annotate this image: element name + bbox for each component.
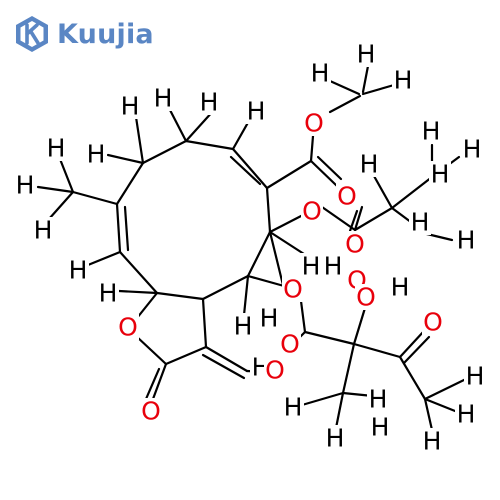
oxygen-atom-label: O [118,313,138,342]
oxygen-atom-label: O [356,283,376,312]
bond-lines [36,64,468,432]
atom-label-background [14,172,36,198]
atom-label-background [301,198,323,224]
atom-label-background [32,217,54,243]
atom-label-background [117,314,139,340]
atom-label-background [422,309,444,335]
oxygen-atom-label: O [265,356,285,385]
atom-label-background [336,183,358,209]
hydrogen-atom-label: H [284,393,303,422]
oxygen-atom-label: O [280,330,300,359]
atom-label-background [67,257,89,283]
atom-label-background [282,394,304,420]
atom-label-background [282,276,304,302]
hydrogen-atom-label: H [466,362,485,391]
atom-label-background [97,280,119,306]
hydrogen-atom-label: H [423,427,442,456]
hydrogen-atom-label: H [311,59,330,88]
hydrogen-atom-label: H [99,279,118,308]
hydrogen-atom-label: H [326,424,345,453]
atom-label-background [389,274,411,300]
hydrogen-atom-label: H [463,135,482,164]
hydrogen-atom-label: H [247,97,266,126]
hydrogen-atom-label: H [302,252,321,281]
atom-label-background [421,428,443,454]
kuujia-hexagon-icon [16,16,48,52]
atom-label-background [420,118,442,144]
atom-label-background [140,398,162,424]
hydrogen-atom-label: H [200,88,219,117]
atom-label-background [198,89,220,115]
atom-label-background [232,313,254,339]
oxygen-atom-label: O [304,109,324,138]
atom-label-background [367,386,389,412]
atom-label-background [258,305,280,331]
atom-label-background [392,67,414,93]
atom-label-background [279,331,301,357]
hydrogen-atom-label: H [47,134,66,163]
hydrogen-atom-label: H [360,150,379,179]
atom-label-background [322,253,344,279]
hydrogen-atom-label: H [87,140,106,169]
atom-label-background [300,253,322,279]
hydrogen-atom-label: H [16,171,35,200]
atom-label-background [358,151,380,177]
oxygen-atom-label: O [423,308,443,337]
brand-name: Kuujia [57,18,154,50]
hydrogen-atom-label: H [457,226,476,255]
hydrogen-atom-label: H [371,413,390,442]
hydrogen-atom-label: H [457,400,476,429]
atom-label-background [309,60,331,86]
atom-label-background [464,363,486,389]
atom-label-background [303,110,325,136]
atom-label-background [344,231,366,257]
hydrogen-atom-label: H [411,208,430,237]
oxygen-atom-label: O [302,197,322,226]
atom-label-background [119,93,141,119]
atom-label-background [455,227,477,253]
hydrogen-atom-label: H [34,216,53,245]
oxygen-atom-label: O [345,230,365,259]
kuujia-logo: Kuujia [12,14,154,54]
oxygen-atom-label: O [141,397,161,426]
hydrogen-atom-label: H [431,160,450,189]
hydrogen-atom-label: H [369,385,388,414]
atom-label-background [152,85,174,111]
hydrogen-atom-label: H [260,304,279,333]
hydrogen-atom-label: H [357,40,376,69]
hydrogen-atom-label: H [69,256,88,285]
atom-label-background [245,98,267,124]
atom-label-background [355,284,377,310]
atom-label-background [264,357,286,383]
hydrogen-atom-label: H [121,92,140,121]
oxygen-atom-label: O [337,182,357,211]
hydrogen-atom-label: H [394,66,413,95]
atom-label-background [45,135,67,161]
atom-label-background [409,209,431,235]
atom-label-background [369,414,391,440]
hydrogen-atom-label: H [422,117,441,146]
oxygen-atom-label: O [283,275,303,304]
atom-label-background [461,136,483,162]
hydrogen-atom-label: H [391,273,410,302]
hydrogen-atom-label: H [234,312,253,341]
atom-label-background [324,425,346,451]
atom-label-background [85,141,107,167]
atom-label-background [455,401,477,427]
hydrogen-atom-label: H [154,84,173,113]
hydrogen-atom-label: H [324,252,343,281]
atom-label-background [355,41,377,67]
atom-label-background [429,161,451,187]
